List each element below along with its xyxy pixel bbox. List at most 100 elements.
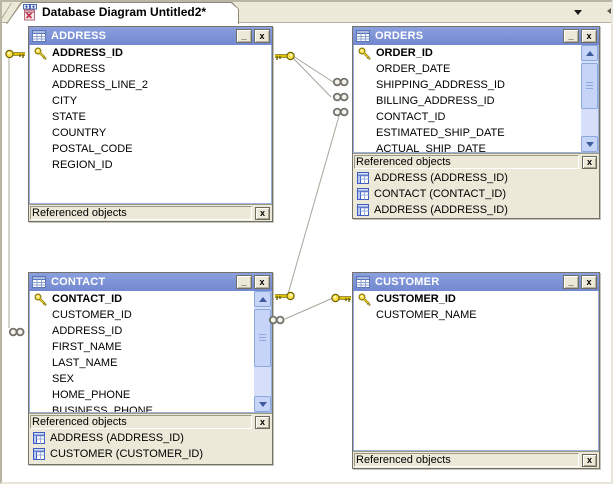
column-row[interactable]: LAST_NAME: [30, 355, 271, 371]
column-name: ESTIMATED_SHIP_DATE: [376, 127, 505, 139]
referenced-object-item[interactable]: CONTACT (CONTACT_ID): [353, 186, 599, 202]
key-icon[interactable]: [273, 51, 295, 61]
column-name: ADDRESS: [52, 63, 106, 75]
close-button[interactable]: x: [254, 29, 270, 43]
column-name: BUSINESS_PHONE: [52, 405, 153, 413]
column-row[interactable]: COUNTRY: [30, 125, 271, 141]
table-title: ADDRESS: [51, 30, 107, 42]
column-row[interactable]: POSTAL_CODE: [30, 141, 271, 157]
column-row[interactable]: HOME_PHONE: [30, 387, 271, 403]
referenced-object-text: CONTACT (CONTACT_ID): [374, 188, 506, 200]
column-name: ADDRESS_ID: [52, 47, 123, 59]
column-row[interactable]: CUSTOMER_ID: [30, 307, 271, 323]
column-row[interactable]: ADDRESS_LINE_2: [30, 77, 271, 93]
column-row[interactable]: CUSTOMER_ID: [354, 291, 598, 307]
table-grid-icon: [356, 29, 370, 43]
infinity-icon[interactable]: [332, 107, 349, 117]
key-icon: [358, 47, 371, 60]
referenced-objects-header: Referenced objects x: [353, 451, 599, 468]
scroll-down-button[interactable]: [581, 136, 598, 152]
column-row[interactable]: BUSINESS_PHONE: [30, 403, 271, 413]
column-name: POSTAL_CODE: [52, 143, 133, 155]
orders-title-bar[interactable]: ORDERS _ x: [353, 27, 599, 45]
column-name: SEX: [52, 373, 75, 385]
address-title-bar[interactable]: ADDRESS _ x: [29, 27, 272, 45]
minimize-button[interactable]: _: [236, 29, 252, 43]
column-row[interactable]: REGION_ID: [30, 157, 271, 173]
scroll-down-button[interactable]: [254, 396, 271, 412]
column-name: COUNTRY: [52, 127, 107, 139]
table-icon: [33, 448, 45, 460]
scroll-up-button[interactable]: [581, 45, 598, 61]
column-row[interactable]: BILLING_ADDRESS_ID: [354, 93, 598, 109]
contact-column-list: CONTACT_ID CUSTOMER_ID ADDRESS_ID FIRST_…: [29, 291, 272, 413]
column-name: CUSTOMER_NAME: [376, 309, 477, 321]
table-icon: [357, 172, 369, 184]
tab-database-diagram[interactable]: Database Diagram Untitled2*: [6, 2, 239, 24]
referenced-objects-header: Referenced objects x: [29, 413, 272, 430]
referenced-objects-close-button[interactable]: x: [255, 416, 270, 429]
column-row[interactable]: ACTUAL_SHIP_DATE: [354, 141, 598, 152]
referenced-objects-label: Referenced objects: [356, 156, 451, 168]
address-column-list: ADDRESS_ID ADDRESS ADDRESS_LINE_2 CITY S…: [29, 45, 272, 204]
referenced-object-item[interactable]: ADDRESS (ADDRESS_ID): [29, 430, 272, 446]
close-button[interactable]: x: [254, 275, 270, 289]
column-row[interactable]: CONTACT_ID: [30, 291, 271, 307]
column-row[interactable]: ADDRESS_ID: [30, 323, 271, 339]
minimize-button[interactable]: _: [563, 29, 579, 43]
infinity-icon[interactable]: [8, 327, 25, 337]
infinity-icon[interactable]: [332, 77, 349, 87]
referenced-object-item[interactable]: ADDRESS (ADDRESS_ID): [353, 170, 599, 186]
table-window-orders[interactable]: ORDERS _ x ORDER_ID ORDER_DATE SHIPPING_…: [352, 26, 600, 219]
close-button[interactable]: x: [581, 29, 597, 43]
referenced-objects-close-button[interactable]: x: [255, 207, 270, 220]
column-row[interactable]: FIRST_NAME: [30, 339, 271, 355]
key-icon[interactable]: [273, 291, 295, 301]
column-row[interactable]: ADDRESS: [30, 61, 271, 77]
key-icon[interactable]: [5, 49, 27, 59]
referenced-object-item[interactable]: ADDRESS (ADDRESS_ID): [353, 202, 599, 218]
minimize-button[interactable]: _: [563, 275, 579, 289]
column-row[interactable]: SHIPPING_ADDRESS_ID: [354, 77, 598, 93]
column-name: ORDER_DATE: [376, 63, 451, 75]
scroll-up-button[interactable]: [254, 291, 271, 307]
referenced-objects-close-button[interactable]: x: [582, 156, 597, 169]
column-row[interactable]: STATE: [30, 109, 271, 125]
scrollbar-thumb[interactable]: [254, 309, 271, 367]
tab-dropdown-icon[interactable]: [574, 10, 582, 15]
vertical-scrollbar[interactable]: [581, 45, 598, 152]
column-row[interactable]: ESTIMATED_SHIP_DATE: [354, 125, 598, 141]
column-row[interactable]: CUSTOMER_NAME: [354, 307, 598, 323]
referenced-object-text: CUSTOMER (CUSTOMER_ID): [50, 448, 203, 460]
scrollbar-thumb[interactable]: [581, 63, 598, 109]
table-window-contact[interactable]: CONTACT _ x CONTACT_ID CUSTOMER_ID ADDRE…: [28, 272, 273, 465]
column-row[interactable]: SEX: [30, 371, 271, 387]
key-icon[interactable]: [331, 293, 353, 303]
table-icon: [33, 432, 45, 444]
column-row[interactable]: CONTACT_ID: [354, 109, 598, 125]
minimize-button[interactable]: _: [236, 275, 252, 289]
infinity-icon[interactable]: [332, 92, 349, 102]
referenced-object-text: ADDRESS (ADDRESS_ID): [374, 172, 508, 184]
orders-column-list: ORDER_ID ORDER_DATE SHIPPING_ADDRESS_ID …: [353, 45, 599, 153]
referenced-objects-close-button[interactable]: x: [582, 454, 597, 467]
contact-title-bar[interactable]: CONTACT _ x: [29, 273, 272, 291]
orders-referenced-objects-list: ADDRESS (ADDRESS_ID) CONTACT (CONTACT_ID…: [353, 170, 599, 218]
column-name: STATE: [52, 111, 86, 123]
customer-title-bar[interactable]: CUSTOMER _ x: [353, 273, 599, 291]
vertical-scrollbar[interactable]: [254, 291, 271, 412]
table-grid-icon: [356, 275, 370, 289]
column-row[interactable]: ORDER_DATE: [354, 61, 598, 77]
column-name: ORDER_ID: [376, 47, 433, 59]
column-row[interactable]: CITY: [30, 93, 271, 109]
table-window-address[interactable]: ADDRESS _ x ADDRESS_ID ADDRESS ADDRESS_L…: [28, 26, 273, 222]
table-window-customer[interactable]: CUSTOMER _ x CUSTOMER_ID CUSTOMER_NAME R…: [352, 272, 600, 469]
column-name: FIRST_NAME: [52, 341, 122, 353]
column-row[interactable]: ADDRESS_ID: [30, 45, 271, 61]
tab-scroll-left-icon[interactable]: [607, 5, 611, 17]
column-row[interactable]: ORDER_ID: [354, 45, 598, 61]
close-button[interactable]: x: [581, 275, 597, 289]
column-name: ADDRESS_ID: [52, 325, 123, 337]
referenced-object-item[interactable]: CUSTOMER (CUSTOMER_ID): [29, 446, 272, 462]
